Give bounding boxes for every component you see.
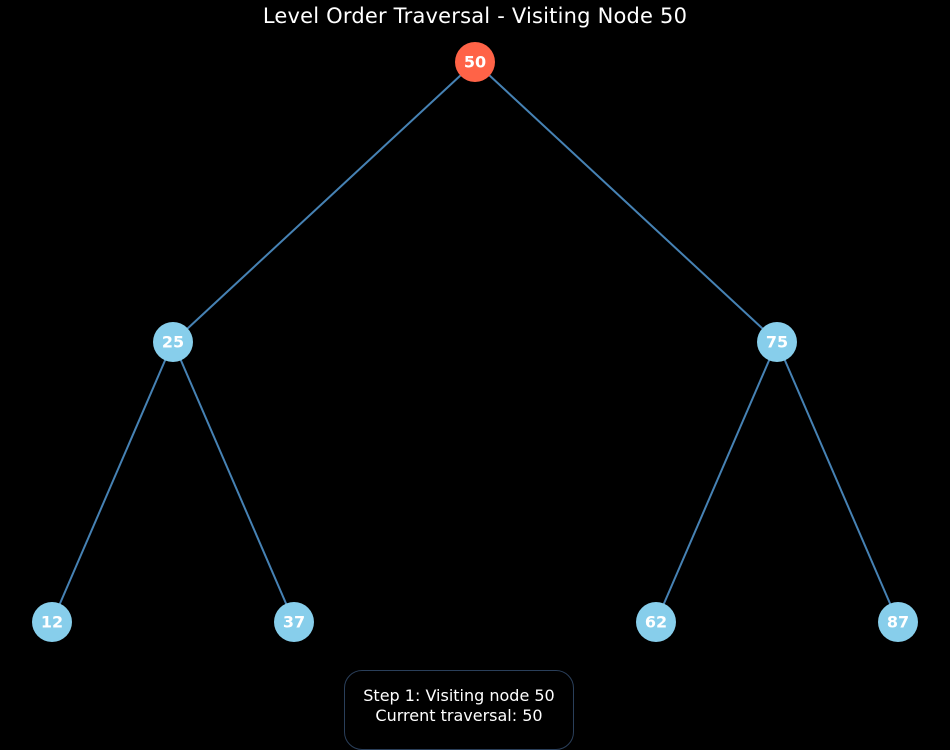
tree-node-37: 37 <box>274 602 314 642</box>
tree-node-87: 87 <box>878 602 918 642</box>
edge-25-37 <box>172 341 295 623</box>
node-label: 87 <box>887 613 909 632</box>
node-label: 50 <box>464 53 486 72</box>
node-label: 12 <box>41 613 63 632</box>
status-traversal-line: Current traversal: 50 <box>375 706 543 725</box>
node-circle <box>636 602 676 642</box>
tree-node-75: 75 <box>757 322 797 362</box>
status-box: Step 1: Visiting node 50 Current travers… <box>344 670 574 750</box>
edge-25-12 <box>51 341 174 623</box>
nodes-layer: 50 25 75 12 37 62 87 <box>32 42 918 642</box>
edge-50-25 <box>172 61 476 343</box>
node-circle <box>878 602 918 642</box>
node-label: 75 <box>766 333 788 352</box>
tree-node-62: 62 <box>636 602 676 642</box>
tree-node-25: 25 <box>153 322 193 362</box>
node-circle <box>153 322 193 362</box>
node-circle <box>274 602 314 642</box>
status-step-line: Step 1: Visiting node 50 <box>363 686 555 705</box>
node-circle <box>32 602 72 642</box>
tree-node-12: 12 <box>32 602 72 642</box>
node-label: 25 <box>162 333 184 352</box>
edge-75-87 <box>776 341 899 623</box>
edges-layer <box>51 61 899 623</box>
page-title: Level Order Traversal - Visiting Node 50 <box>262 4 688 28</box>
node-label: 62 <box>645 613 667 632</box>
node-circle <box>455 42 495 82</box>
node-circle <box>757 322 797 362</box>
tree-node-50: 50 <box>455 42 495 82</box>
node-label: 37 <box>283 613 305 632</box>
edge-50-75 <box>474 61 778 343</box>
edge-75-62 <box>655 341 778 623</box>
